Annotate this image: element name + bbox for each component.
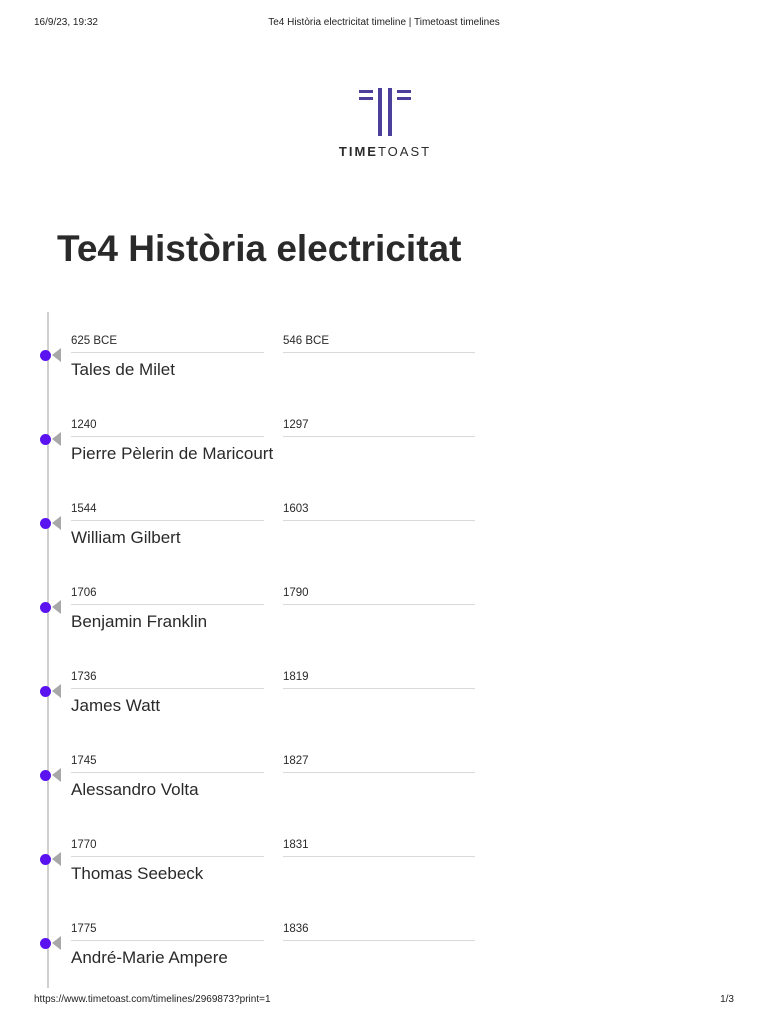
timeline-event[interactable]: 1775 1836 André-Marie Ampere: [0, 920, 768, 1004]
timeline-dot: [40, 938, 51, 949]
event-end-date: 546 BCE: [283, 334, 475, 353]
event-start-date: 1544: [71, 502, 264, 521]
event-start-date: 625 BCE: [71, 334, 264, 353]
event-title: James Watt: [71, 696, 161, 715]
print-page-number: 1/3: [720, 994, 734, 1005]
timetoast-logo-icon: [359, 88, 411, 136]
event-end-date: 1819: [283, 670, 475, 689]
logo-wordmark: TIMETOAST: [330, 144, 440, 159]
timeline-dot: [40, 770, 51, 781]
pointer-arrow-icon: [52, 936, 61, 950]
event-title: Thomas Seebeck: [71, 864, 204, 883]
event-title: Benjamin Franklin: [71, 612, 208, 631]
event-title: André-Marie Ampere: [71, 948, 228, 967]
event-end-date: 1827: [283, 754, 475, 773]
event-start-date: 1706: [71, 586, 264, 605]
event-title: Alessandro Volta: [71, 780, 199, 799]
print-date: 16/9/23, 19:32: [34, 17, 98, 28]
event-start-date: 1745: [71, 754, 264, 773]
timeline-dot: [40, 854, 51, 865]
event-start-date: 1736: [71, 670, 264, 689]
event-end-date: 1831: [283, 838, 475, 857]
event-end-date: 1297: [283, 418, 475, 437]
timeline-events: 625 BCE 546 BCE Tales de Milet 1240 1297…: [0, 332, 768, 1004]
pointer-arrow-icon: [52, 768, 61, 782]
timeline-event[interactable]: 1745 1827 Alessandro Volta: [0, 752, 768, 836]
event-start-date: 1775: [71, 922, 264, 941]
pointer-arrow-icon: [52, 684, 61, 698]
timeline-axis: [47, 312, 49, 988]
event-end-date: 1790: [283, 586, 475, 605]
timetoast-logo[interactable]: TIMETOAST: [330, 88, 440, 160]
timeline-event[interactable]: 1240 1297 Pierre Pèlerin de Maricourt: [0, 416, 768, 500]
event-start-date: 1240: [71, 418, 264, 437]
event-end-date: 1603: [283, 502, 475, 521]
timeline-event[interactable]: 1736 1819 James Watt: [0, 668, 768, 752]
event-end-date: 1836: [283, 922, 475, 941]
timeline-event[interactable]: 1706 1790 Benjamin Franklin: [0, 584, 768, 668]
event-title: Tales de Milet: [71, 360, 175, 379]
timeline-dot: [40, 350, 51, 361]
pointer-arrow-icon: [52, 432, 61, 446]
print-url: https://www.timetoast.com/timelines/2969…: [34, 994, 271, 1005]
page-title: Te4 Història electricitat: [57, 228, 462, 269]
pointer-arrow-icon: [52, 852, 61, 866]
event-title: Pierre Pèlerin de Maricourt: [71, 444, 274, 463]
timeline-dot: [40, 686, 51, 697]
timeline-dot: [40, 602, 51, 613]
logo-word-bold: TIME: [338, 144, 378, 159]
timeline-event[interactable]: 625 BCE 546 BCE Tales de Milet: [0, 332, 768, 416]
timeline-event[interactable]: 1544 1603 William Gilbert: [0, 500, 768, 584]
pointer-arrow-icon: [52, 600, 61, 614]
pointer-arrow-icon: [52, 516, 61, 530]
print-page-title: Te4 Història electricitat timeline | Tim…: [268, 17, 500, 28]
logo-word-rest: TOAST: [377, 144, 432, 159]
pointer-arrow-icon: [52, 348, 61, 362]
event-title: William Gilbert: [71, 528, 181, 547]
timeline-event[interactable]: 1770 1831 Thomas Seebeck: [0, 836, 768, 920]
event-start-date: 1770: [71, 838, 264, 857]
timeline-dot: [40, 434, 51, 445]
print-header: 16/9/23, 19:32 Te4 Història electricitat…: [0, 17, 768, 31]
timeline-dot: [40, 518, 51, 529]
